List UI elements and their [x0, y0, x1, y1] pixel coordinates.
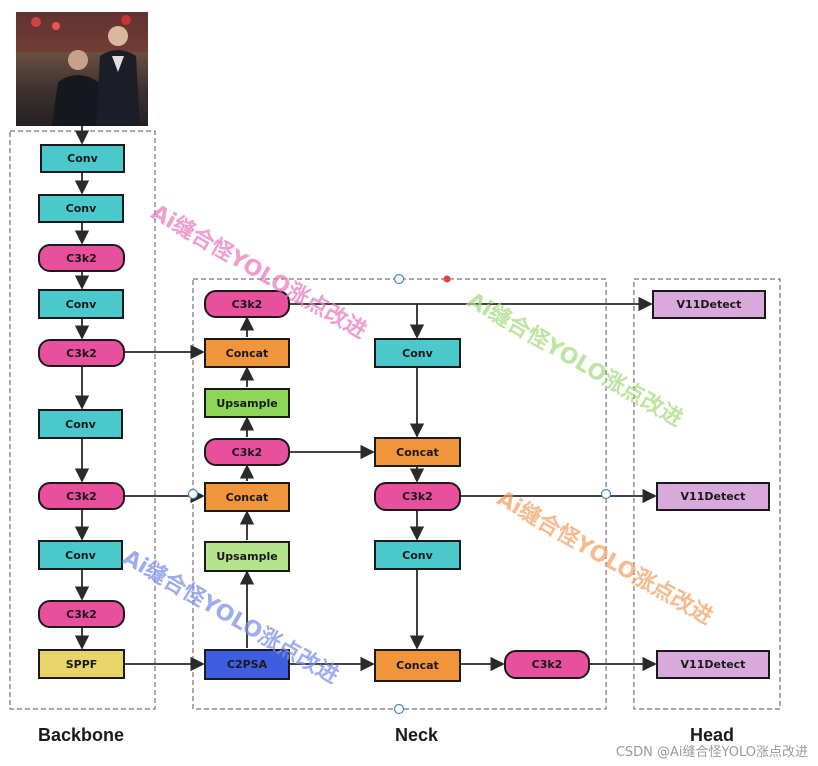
head-label: Head: [690, 725, 735, 745]
connectors: [74, 126, 657, 672]
csdn-footer: CSDN @Ai缝合怪YOLO涨点改进: [615, 745, 808, 760]
neck-concat-2: Concat: [204, 482, 290, 512]
neck-upsample-1: Upsample: [204, 388, 290, 418]
neck-c3k2-r1: C3k2: [374, 482, 461, 511]
backbone-conv-4: Conv: [38, 409, 123, 439]
backbone-conv-3: Conv: [38, 289, 124, 319]
head-v11detect-3: V11Detect: [656, 650, 770, 679]
neck-label: Neck: [395, 725, 439, 745]
neck-concat-r2: Concat: [374, 649, 461, 682]
neck-c3k2-r2: C3k2: [504, 650, 590, 679]
backbone-c3k2-2: C3k2: [38, 339, 125, 367]
backbone-sppf: SPPF: [38, 649, 125, 679]
handle-dot: [600, 488, 612, 500]
neck-upsample-2: Upsample: [204, 541, 290, 572]
backbone-label: Backbone: [38, 725, 125, 745]
input-image: [16, 12, 148, 126]
head-frame: [633, 278, 781, 710]
backbone-c3k2-1: C3k2: [38, 244, 125, 272]
neck-c3k2-top: C3k2: [204, 290, 290, 318]
head-v11detect-1: V11Detect: [652, 290, 766, 319]
head-v11detect-2: V11Detect: [656, 482, 770, 511]
backbone-c3k2-3: C3k2: [38, 482, 125, 510]
backbone-conv-2: Conv: [38, 194, 124, 223]
neck-conv-r1: Conv: [374, 338, 461, 368]
neck-concat-r1: Concat: [374, 437, 461, 467]
neck-c2psa: C2PSA: [204, 649, 290, 680]
handle-dot: [393, 273, 405, 285]
handle-dot: [393, 703, 405, 715]
neck-c3k2-mid: C3k2: [204, 438, 290, 466]
neck-concat-1: Concat: [204, 338, 290, 368]
handle-dot-red: [443, 275, 451, 283]
backbone-conv-1: Conv: [40, 144, 125, 173]
backbone-c3k2-4: C3k2: [38, 600, 125, 628]
neck-conv-r2: Conv: [374, 540, 461, 570]
handle-dot: [187, 488, 199, 500]
backbone-conv-5: Conv: [38, 540, 123, 570]
